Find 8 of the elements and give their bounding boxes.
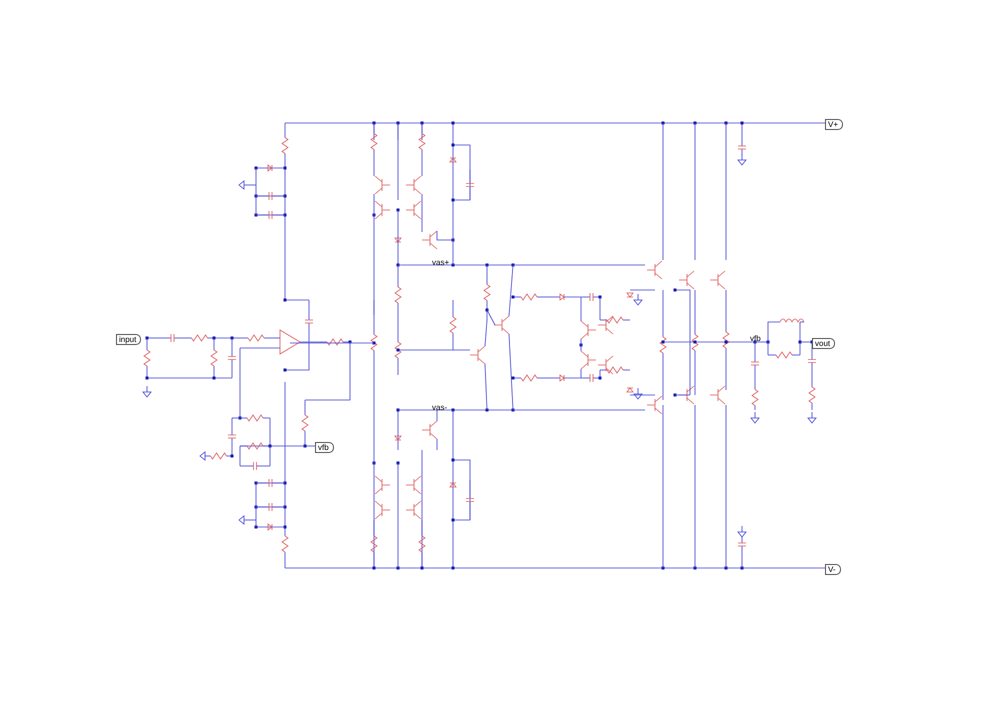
output-label: vout [812, 338, 836, 349]
net-label: vas- [432, 403, 448, 412]
net-label: vfb [315, 442, 334, 453]
rail-label: V+ [825, 119, 844, 130]
net-label: vfb [750, 334, 761, 343]
input-label: input [116, 334, 142, 345]
net-label: vas+ [432, 258, 450, 267]
rail-label: V- [825, 564, 841, 575]
